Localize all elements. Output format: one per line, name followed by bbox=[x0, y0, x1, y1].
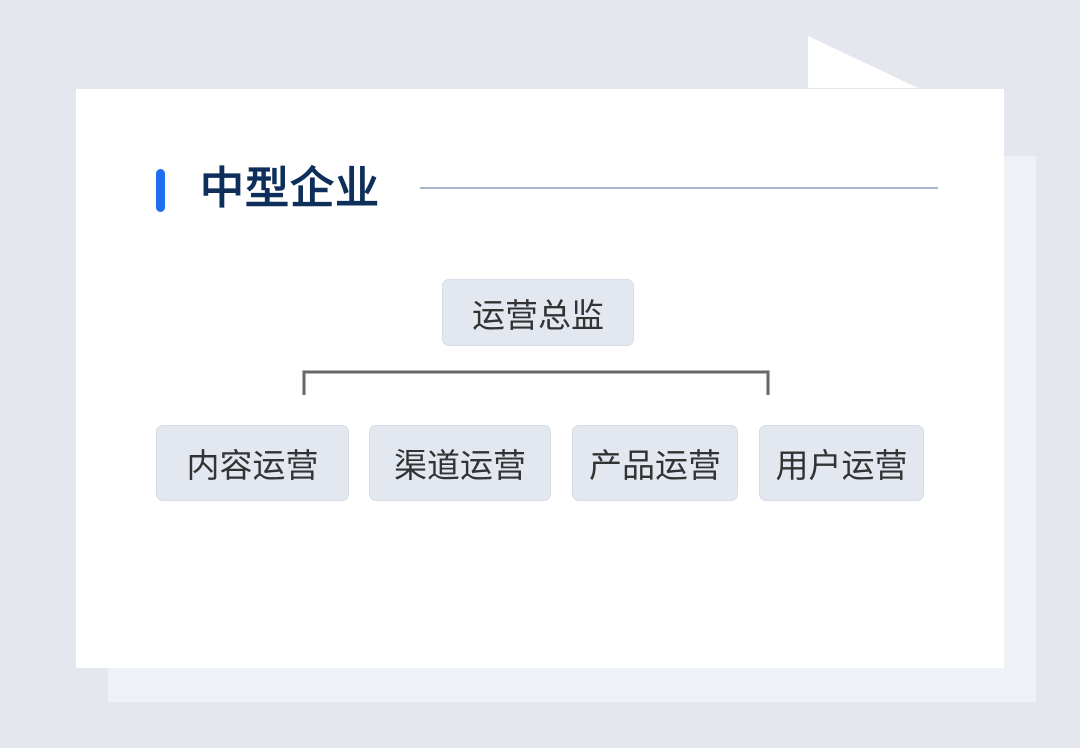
org-node-child-3-label: 产品运营 bbox=[589, 446, 721, 485]
title-divider bbox=[420, 187, 938, 189]
org-node-child-2-label: 渠道运营 bbox=[394, 446, 526, 485]
org-node-child-1-label: 内容运营 bbox=[186, 446, 319, 485]
content-card: 中型企业 运营总监 内容运营 渠道运营 产品运营 用户运营 bbox=[76, 89, 1004, 668]
org-node-root: 运营总监 bbox=[442, 279, 634, 346]
connector-line bbox=[302, 370, 770, 395]
org-node-child-4: 用户运营 bbox=[759, 425, 924, 501]
org-node-child-1: 内容运营 bbox=[156, 425, 349, 501]
org-connector bbox=[302, 370, 770, 395]
org-node-root-label: 运营总监 bbox=[472, 295, 604, 335]
title-accent-bar bbox=[156, 169, 165, 212]
org-node-child-2: 渠道运营 bbox=[369, 425, 551, 501]
org-node-child-4-label: 用户运营 bbox=[775, 446, 908, 485]
section-title: 中型企业 bbox=[200, 163, 380, 214]
org-node-child-3: 产品运营 bbox=[572, 425, 738, 501]
